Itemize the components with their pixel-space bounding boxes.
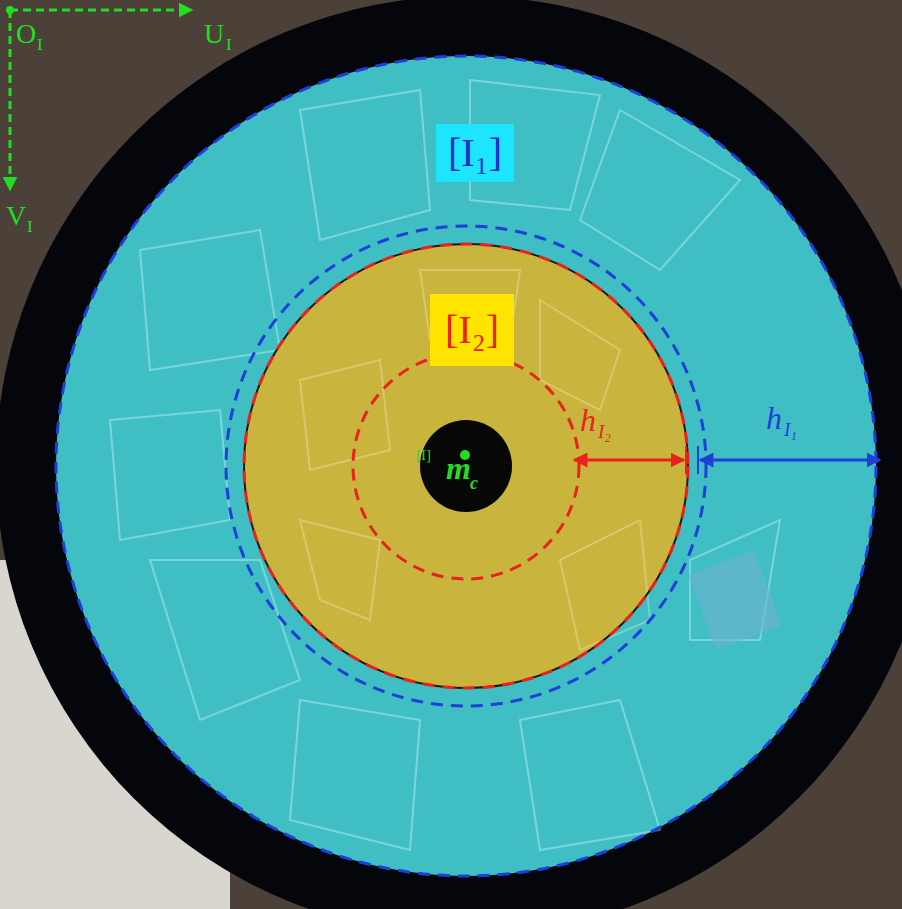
region-label: [I₂] — [445, 310, 499, 350]
picture-frame — [688, 550, 781, 649]
v-axis — [9, 10, 12, 190]
h-i2-tick — [685, 446, 687, 474]
i2-edge — [244, 244, 688, 688]
i1-outer-dash — [56, 56, 876, 876]
region-i2 — [244, 244, 688, 688]
axis-name: U — [204, 20, 224, 48]
height-subscript: I₂ — [598, 422, 611, 441]
region-label-box: [I₁] — [436, 124, 514, 182]
h-i1-arrow — [700, 459, 880, 462]
axis-subscript: I — [37, 36, 43, 53]
photo-texture — [110, 80, 780, 850]
origin-point — [6, 6, 14, 14]
i2-outer-dash — [244, 244, 688, 688]
region-i1 — [56, 56, 876, 876]
h-i1-tick — [697, 446, 699, 474]
frame-prefix: [I] — [416, 448, 431, 463]
region-label-box: [I₂] — [430, 294, 514, 366]
axis-subscript: I — [226, 36, 232, 53]
center-blind-spot — [420, 420, 512, 512]
i1-inner-dash — [226, 226, 706, 706]
region-label: [I₁] — [448, 133, 502, 173]
h-i2-arrow — [574, 459, 684, 462]
u-axis — [10, 9, 192, 12]
axis-name: V — [6, 202, 26, 230]
center-symbol: m — [446, 452, 471, 484]
axis-origin: O — [16, 20, 36, 48]
center-subscript: c — [470, 474, 478, 492]
height-subscript: I₁ — [784, 420, 797, 439]
i2-inner-dash — [353, 353, 579, 579]
axis-subscript: I — [27, 218, 33, 235]
height-symbol: h — [766, 402, 782, 434]
height-symbol: h — [580, 404, 596, 436]
